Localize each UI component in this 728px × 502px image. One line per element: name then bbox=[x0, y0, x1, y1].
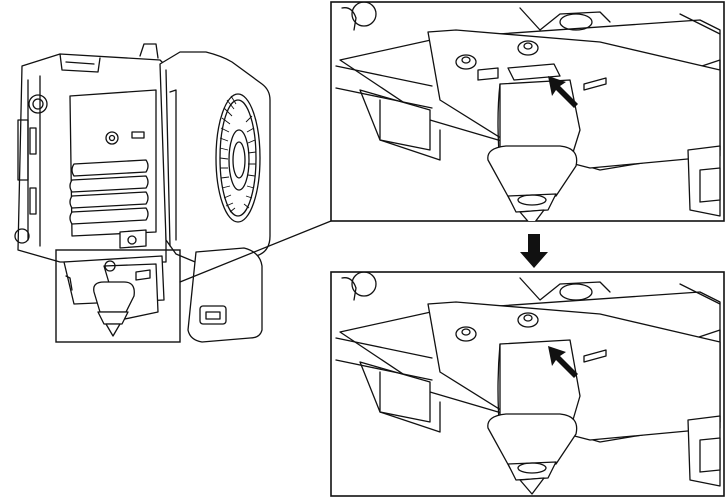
down-arrow-icon bbox=[520, 234, 548, 268]
overview-extruder-assembly bbox=[15, 44, 270, 342]
